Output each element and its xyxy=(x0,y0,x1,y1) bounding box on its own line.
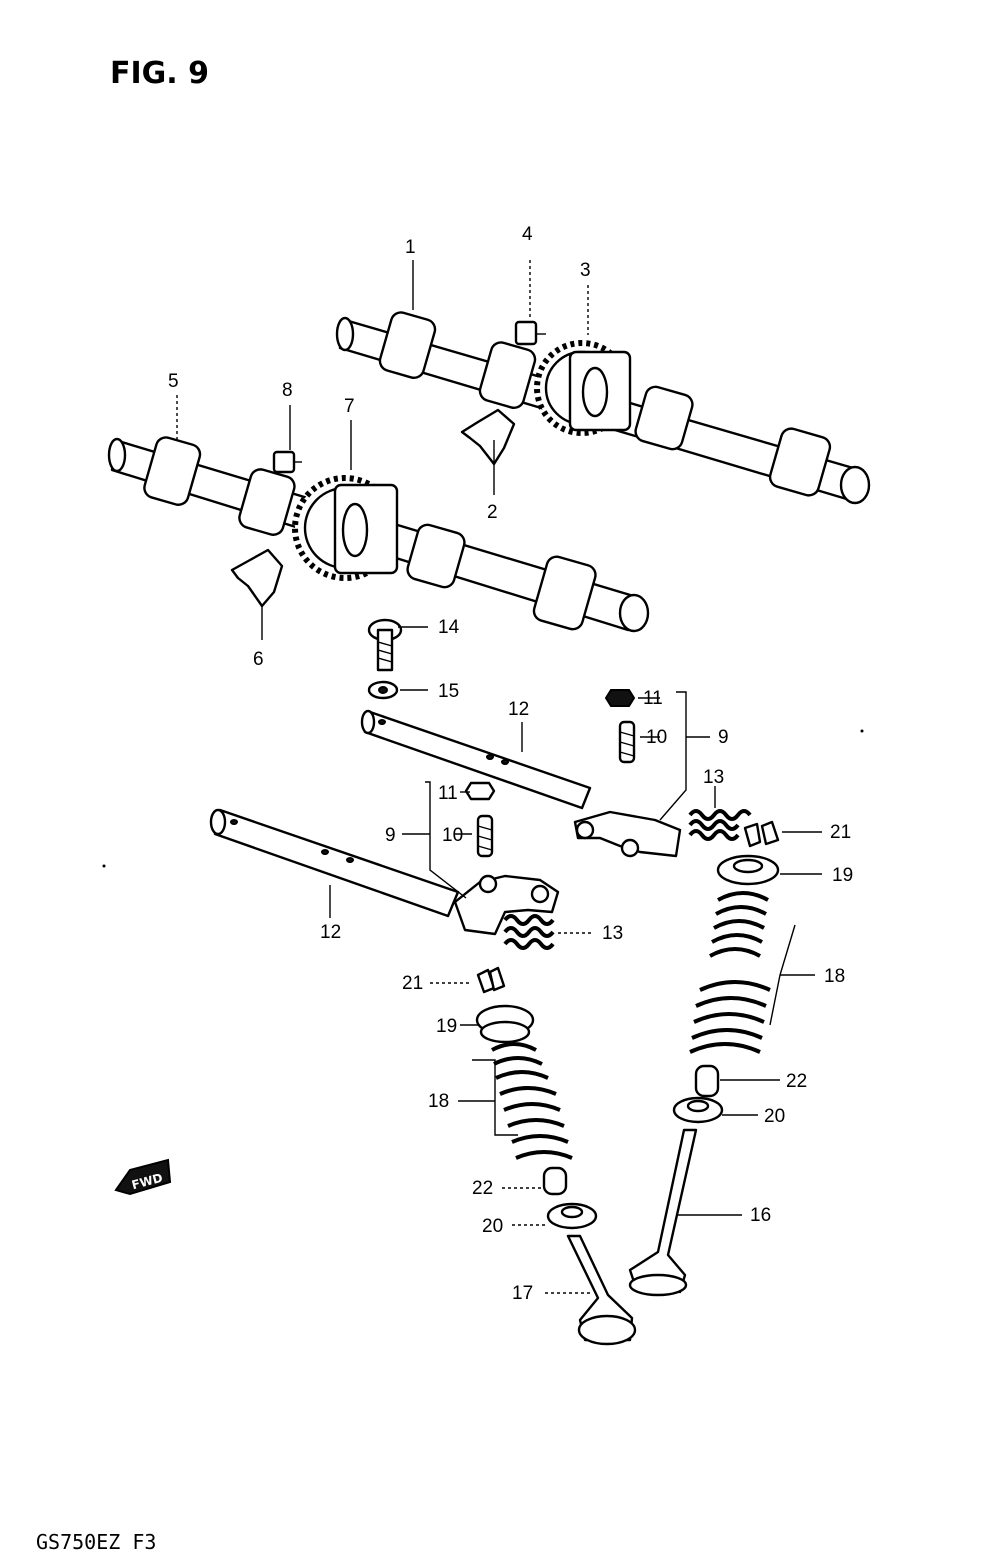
valve-cotter-lower xyxy=(476,966,506,994)
fwd-direction-badge: FWD xyxy=(114,1158,172,1196)
spring-retainer-left xyxy=(475,1004,535,1044)
callout-19-lower: 19 xyxy=(436,1016,457,1037)
callout-22-lower: 22 xyxy=(472,1178,493,1199)
rocker-arm-upper xyxy=(573,810,682,858)
callout-3: 3 xyxy=(580,260,591,281)
cam-bolt-lower xyxy=(272,450,302,474)
adjusting-screw-upper xyxy=(618,720,636,764)
rocker-shaft-lower xyxy=(209,808,460,918)
callout-9-lower: 9 xyxy=(385,825,396,846)
valve-stem-seal-left xyxy=(542,1166,568,1196)
callout-18-upper: 18 xyxy=(824,966,845,987)
rocker-shaft-upper xyxy=(360,709,592,810)
cam-bolt-upper xyxy=(514,320,546,346)
callout-2: 2 xyxy=(487,502,498,523)
callout-14: 14 xyxy=(438,617,460,638)
intake-valve xyxy=(566,1234,637,1346)
callout-17: 17 xyxy=(512,1283,533,1304)
valve-cotter-upper xyxy=(743,820,780,848)
cam-guide-clip-lower xyxy=(230,548,284,608)
callout-15: 15 xyxy=(438,681,459,702)
callout-9-upper: 9 xyxy=(718,727,729,748)
callout-11-upper: 11 xyxy=(643,688,663,709)
callout-labels: 1 4 3 5 8 7 2 6 14 15 11 12 10 9 13 21 1… xyxy=(168,224,853,1304)
callout-6: 6 xyxy=(253,649,264,670)
callout-7: 7 xyxy=(344,396,355,417)
rocker-spring-upper xyxy=(688,809,752,841)
callout-19-upper: 19 xyxy=(832,865,853,886)
callout-5: 5 xyxy=(168,371,179,392)
callout-20-upper: 20 xyxy=(764,1106,785,1127)
spring-seat-right xyxy=(672,1096,724,1124)
rocker-arm-lower xyxy=(453,874,560,936)
callout-10-lower: 10 xyxy=(442,825,463,846)
cam-guide-clip-upper xyxy=(460,408,516,466)
lock-nut-upper xyxy=(604,689,636,707)
callout-21-lower: 21 xyxy=(402,973,423,994)
exhaust-valve xyxy=(628,1128,698,1297)
callout-22-upper: 22 xyxy=(786,1071,807,1092)
callout-12-lower: 12 xyxy=(320,922,341,943)
leader-lines xyxy=(176,260,822,1294)
rocker-shaft-bolt xyxy=(367,618,403,672)
spring-seat-left xyxy=(546,1202,598,1230)
lock-nut-lower xyxy=(464,781,496,801)
rocker-shaft-washer xyxy=(367,680,399,700)
callout-13-upper: 13 xyxy=(703,767,724,788)
callout-13-lower: 13 xyxy=(602,923,623,944)
stray-mark xyxy=(102,864,106,868)
valve-springs-left xyxy=(491,1042,573,1160)
figure-title: FIG. 9 xyxy=(110,56,209,91)
camshaft-upper xyxy=(335,311,871,505)
callout-16: 16 xyxy=(750,1205,771,1226)
valve-spring-inner-right xyxy=(709,891,769,958)
valve-spring-outer-right xyxy=(689,980,771,1054)
adjusting-screw-lower xyxy=(476,814,494,858)
callout-1: 1 xyxy=(405,237,416,258)
callout-10-upper: 10 xyxy=(646,727,667,748)
stray-mark xyxy=(860,729,864,733)
callout-21-upper: 21 xyxy=(830,822,851,843)
callout-18-lower: 18 xyxy=(428,1091,449,1112)
callout-4: 4 xyxy=(522,224,533,245)
callout-20-lower: 20 xyxy=(482,1216,503,1237)
callout-12-upper: 12 xyxy=(508,699,529,720)
callout-11-lower: 11 xyxy=(438,783,458,804)
valve-stem-seal-right xyxy=(694,1064,720,1098)
camshaft-lower xyxy=(107,436,650,633)
spring-retainer-right xyxy=(716,854,780,886)
figure-footer: GS750EZ F3 xyxy=(36,1530,156,1554)
rocker-spring-lower xyxy=(503,914,555,950)
callout-8: 8 xyxy=(282,380,293,401)
